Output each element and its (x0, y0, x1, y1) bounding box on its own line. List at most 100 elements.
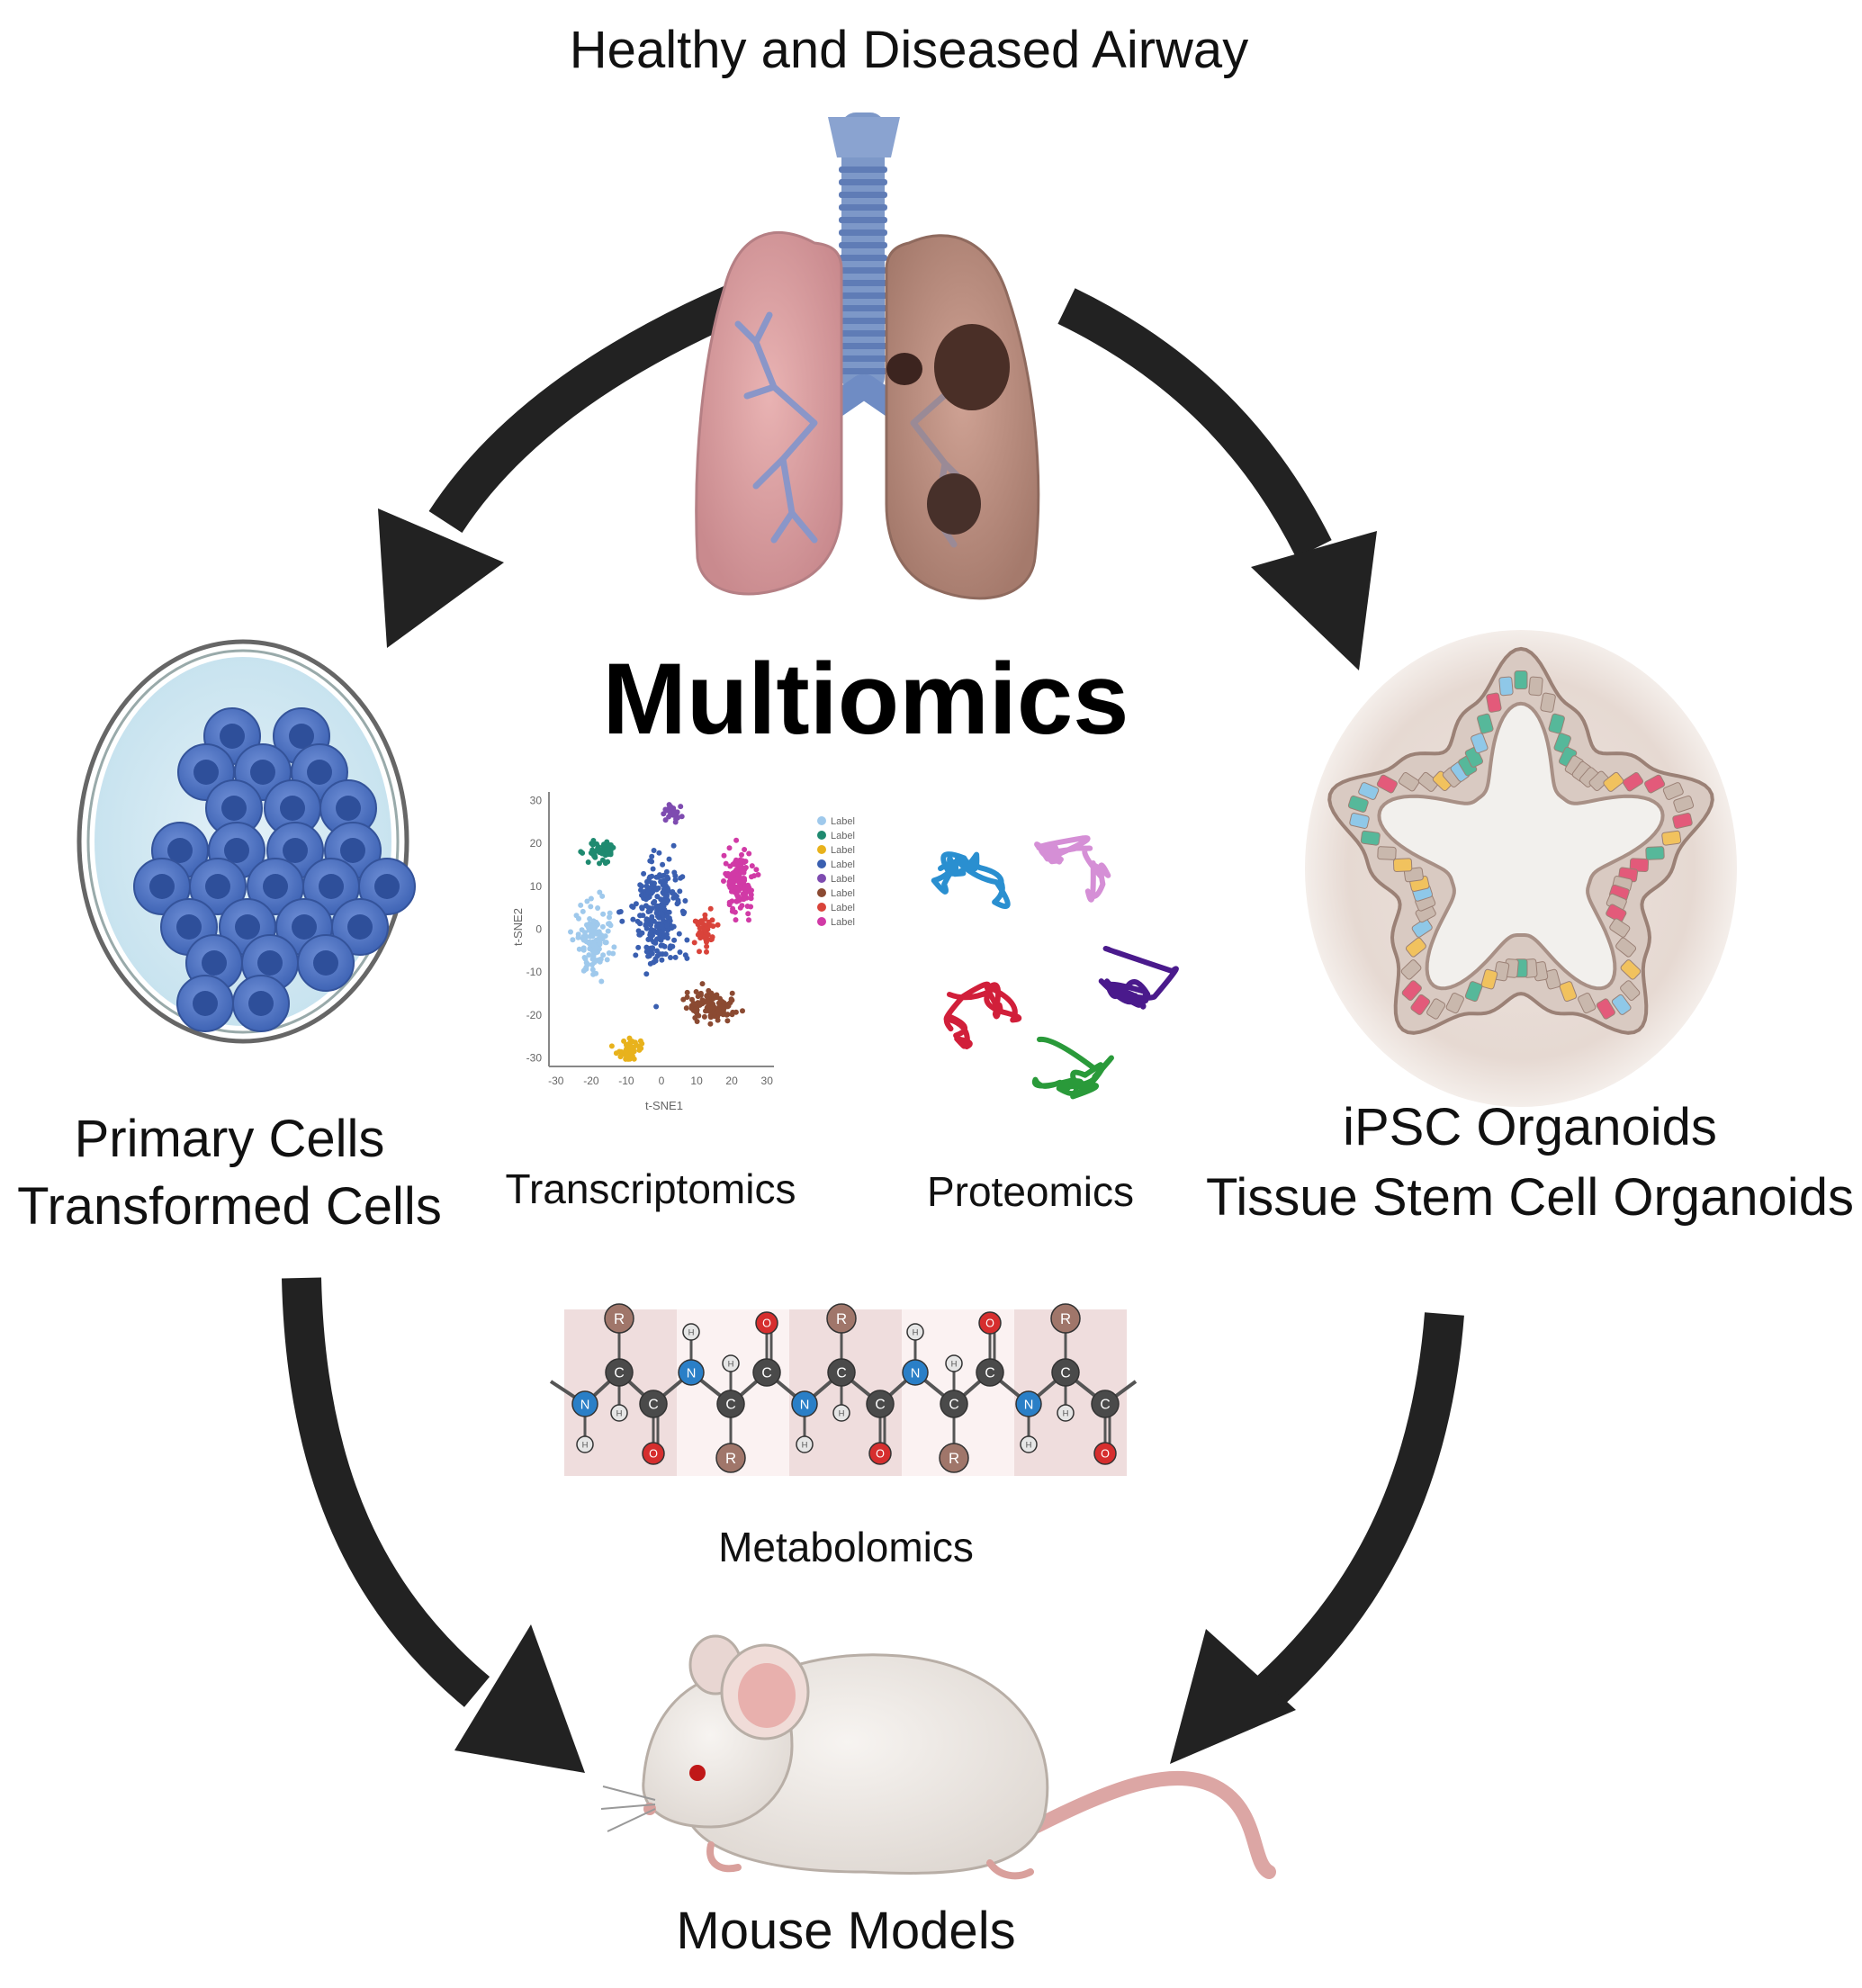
tsne-point (633, 952, 639, 958)
atom: R (826, 1303, 857, 1334)
tsne-point (661, 877, 667, 884)
tsne-point (605, 846, 611, 852)
tsne-y-label: t-SNE2 (511, 908, 525, 946)
arrow-head-top-right (1251, 531, 1377, 670)
tsne-point (729, 879, 734, 886)
tsne-point (586, 952, 592, 958)
tsne-point (603, 940, 609, 946)
tsne-point (626, 1035, 633, 1041)
atom: R (715, 1443, 746, 1473)
tsne-y-tick: 0 (535, 923, 542, 936)
tsne-point (724, 1018, 731, 1024)
tsne-point (653, 1003, 660, 1010)
organoid-cell (1392, 858, 1413, 873)
tsne-point (639, 892, 644, 898)
transcriptomics-label: Transcriptomics (506, 1165, 796, 1212)
tsne-point (590, 924, 597, 931)
svg-text:R: R (949, 1450, 959, 1467)
trachea-ring (839, 355, 887, 362)
tsne-point (653, 910, 660, 916)
lungs-illustration (695, 112, 1040, 600)
tsne-point (666, 909, 672, 915)
tsne-point (594, 841, 599, 847)
trachea-ring (839, 305, 887, 311)
trachea-ring (839, 267, 887, 274)
svg-text:O: O (985, 1318, 994, 1330)
tsne-point (698, 918, 705, 924)
tsne-point (742, 865, 749, 870)
tsne-y-tick: 10 (530, 880, 543, 893)
trachea-ring (839, 343, 887, 349)
cell (176, 975, 234, 1032)
atom: N (902, 1359, 929, 1386)
tsne-point (746, 850, 752, 857)
tsne-point (645, 888, 652, 895)
arrow-head-bottom-left (454, 1624, 585, 1773)
tsne-point (643, 971, 650, 977)
tsne-point (734, 894, 741, 900)
tsne-point (725, 870, 731, 877)
mouse-whiskers (600, 1786, 656, 1832)
healthy-lung-airways (734, 311, 818, 544)
organoid-cell (1548, 713, 1565, 734)
mouse-back-paw (986, 1859, 1034, 1880)
tsne-point (605, 859, 611, 865)
tsne-point (573, 913, 580, 919)
tsne-point (672, 954, 679, 960)
trachea-ring (839, 217, 887, 223)
tsne-point (673, 816, 679, 823)
organoid-cell (1611, 994, 1632, 1015)
organoid-cell (1445, 993, 1464, 1014)
tsne-x-tick: -20 (583, 1075, 599, 1087)
organoid-cell (1629, 858, 1650, 873)
tsne-point (630, 916, 636, 922)
svg-text:N: N (687, 1366, 697, 1381)
svg-text:C: C (725, 1398, 735, 1413)
tsne-y-tick: 20 (530, 837, 543, 850)
tsne-point (600, 911, 607, 917)
svg-text:N: N (911, 1366, 921, 1381)
tsne-point (711, 995, 717, 1002)
tsne-point (604, 957, 610, 963)
tsne-cluster (680, 981, 745, 1027)
tsne-point (633, 901, 639, 907)
tsne-point (599, 850, 606, 857)
tsne-point (668, 805, 674, 811)
tumor-small (886, 353, 922, 385)
tsne-point (593, 945, 599, 950)
tsne-point (643, 949, 650, 955)
tsne-legend-swatch (817, 845, 826, 854)
tsne-point (733, 917, 739, 923)
tsne-point (721, 878, 726, 884)
tsne-x-label: t-SNE1 (645, 1099, 683, 1112)
tsne-point (671, 937, 678, 943)
organoid-cell (1528, 676, 1543, 697)
tsne-cluster (568, 889, 617, 985)
tsne-point (665, 897, 671, 904)
tsne-point (661, 934, 667, 940)
tsne-point (697, 935, 704, 941)
tsne-legend-label: Label (831, 917, 855, 928)
tsne-point (691, 940, 697, 946)
tsne-point (600, 952, 607, 958)
tsne-point (662, 806, 669, 813)
tsne-point (671, 869, 678, 876)
cycle-arrows (282, 283, 1464, 1773)
tsne-cluster (608, 1035, 645, 1062)
tsne-legend-label: Label (831, 888, 855, 899)
atom: N (1015, 1390, 1042, 1417)
atom: O (755, 1311, 778, 1335)
tsne-cluster (691, 905, 721, 955)
tsne-point (684, 937, 690, 943)
tsne-point (643, 903, 649, 909)
tsne-point (587, 916, 593, 922)
cell (358, 858, 416, 915)
tsne-point (670, 842, 677, 849)
tsne-point (727, 863, 733, 869)
atom: C (976, 1358, 1004, 1387)
tsne-legend-swatch (817, 831, 826, 840)
tsne-point (600, 843, 607, 849)
atom: N (571, 1390, 598, 1417)
svg-text:R: R (836, 1310, 847, 1327)
tsne-point (582, 936, 588, 942)
